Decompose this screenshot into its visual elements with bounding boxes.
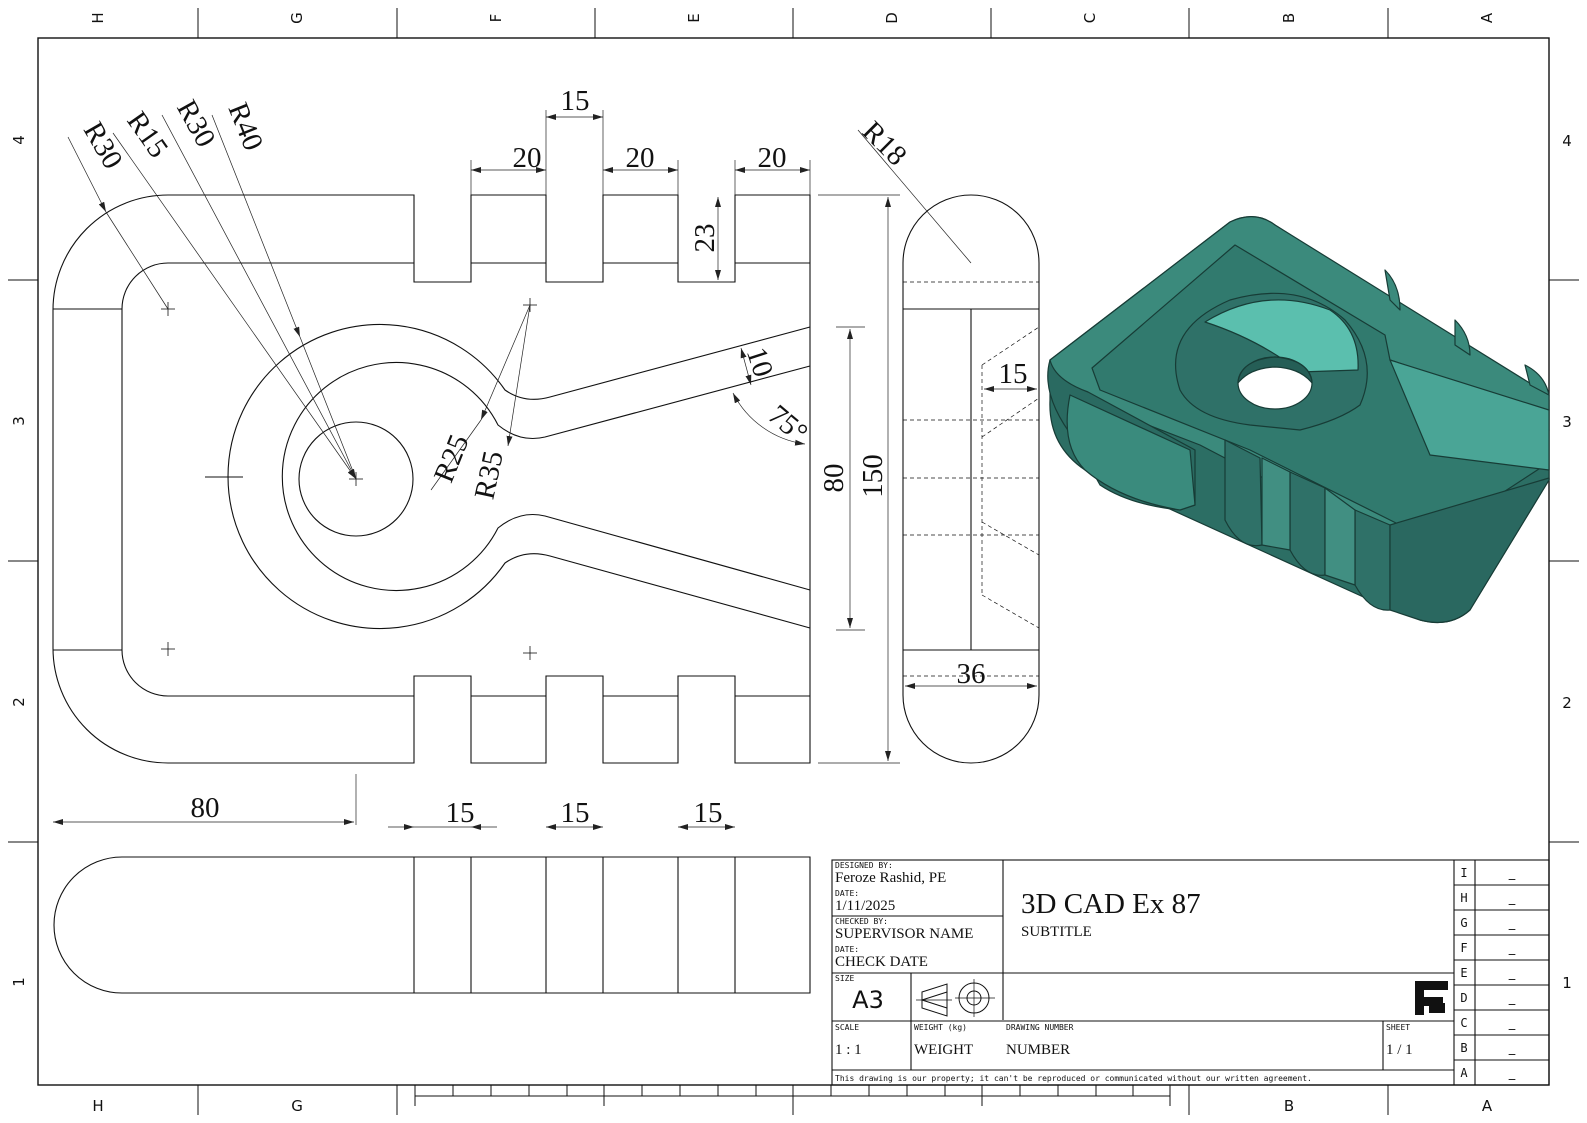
zone-labels: H G F E D C B A H G B A 4 3 2 1 4 3 2 1 <box>10 12 1572 1115</box>
dim-slot-20: 20 <box>758 142 787 174</box>
top-dimension-texts: 80 15 15 15 <box>191 792 723 829</box>
revision-value: _ <box>1508 991 1516 1006</box>
sheet-value: 1 / 1 <box>1386 1042 1413 1058</box>
revision-value: _ <box>1508 916 1516 931</box>
sheet-label: SHEET <box>1386 1023 1410 1032</box>
revision-letter: B <box>1460 1041 1467 1055</box>
revision-value: _ <box>1508 966 1516 981</box>
dim-slot-15: 15 <box>561 85 590 117</box>
col-label-top: B <box>1280 13 1298 23</box>
front-dimension-texts: R30 R15 R30 R40 15 20 20 20 23 R25 R35 1… <box>77 85 814 502</box>
size-label: SIZE <box>835 974 854 983</box>
row-label-right: 1 <box>1562 974 1572 992</box>
revision-value: _ <box>1508 866 1516 881</box>
front-dimension-lines <box>67 110 811 491</box>
size-value: A3 <box>852 986 884 1014</box>
drawing-subtitle: SUBTITLE <box>1021 924 1092 940</box>
check-date-label: DATE: <box>835 945 859 954</box>
dim-80: 80 <box>818 464 850 493</box>
scale-value: 1 : 1 <box>835 1042 862 1058</box>
row-label-right: 3 <box>1562 413 1572 431</box>
col-label-bottom: H <box>92 1097 103 1115</box>
dim-r25: R25 <box>428 430 476 487</box>
company-logo-icon <box>1415 981 1448 1015</box>
front-view <box>52 194 811 764</box>
revision-letter: G <box>1460 916 1467 930</box>
dim-angle-75: 75° <box>762 399 814 450</box>
projection-symbol-icon <box>916 979 995 1017</box>
checked-by-value: SUPERVISOR NAME <box>835 926 973 942</box>
revision-letter: H <box>1460 891 1467 905</box>
revision-letter: I <box>1460 866 1467 880</box>
revision-letter: E <box>1460 966 1467 980</box>
row-label-left: 3 <box>10 416 28 426</box>
revision-value: _ <box>1508 1016 1516 1031</box>
scale-label: SCALE <box>835 1023 859 1032</box>
weight-label: WEIGHT (kg) <box>914 1023 967 1032</box>
revision-letter: F <box>1460 941 1467 955</box>
checked-by-label: CHECKED BY: <box>835 917 888 926</box>
dim-slot-20: 20 <box>513 142 542 174</box>
revision-value: _ <box>1508 1066 1516 1081</box>
col-label-top: A <box>1478 12 1496 23</box>
weight-value: WEIGHT <box>914 1042 973 1058</box>
dim-15-top: 15 <box>694 797 723 829</box>
isometric-model <box>1047 216 1550 623</box>
revision-letter: D <box>1460 991 1467 1005</box>
revision-table: I _ H _ G _ F _ E _ D _ C _ B _ A _ <box>1460 866 1515 1081</box>
designed-by-value: Feroze Rashid, PE <box>835 870 946 886</box>
check-date-value: CHECK DATE <box>835 954 928 970</box>
revision-value: _ <box>1508 891 1516 906</box>
dim-depth-23: 23 <box>689 224 721 253</box>
dim-r30-outer: R30 <box>77 117 129 175</box>
date-label: DATE: <box>835 889 859 898</box>
col-label-bottom: A <box>1482 1097 1493 1115</box>
col-label-bottom: B <box>1284 1097 1294 1115</box>
drawing-number-value: NUMBER <box>1006 1042 1070 1058</box>
dim-150: 150 <box>857 454 889 498</box>
designed-by-label: DESIGNED BY: <box>835 861 893 870</box>
col-label-top: H <box>89 12 107 23</box>
revision-value: _ <box>1508 941 1516 956</box>
row-label-right: 2 <box>1562 694 1572 712</box>
dim-36: 36 <box>957 658 986 690</box>
col-label-bottom: G <box>291 1097 303 1115</box>
drawing-title: 3D CAD Ex 87 <box>1021 888 1201 920</box>
dim-15-top: 15 <box>446 797 475 829</box>
dim-r35: R35 <box>469 448 510 502</box>
row-label-left: 2 <box>10 697 28 707</box>
date-value: 1/11/2025 <box>835 898 895 914</box>
side-view <box>902 194 1040 764</box>
col-label-top: C <box>1081 13 1099 23</box>
disclaimer-text: This drawing is our property; it can't b… <box>835 1074 1312 1083</box>
dim-r18: R18 <box>856 115 913 172</box>
dim-80-top: 80 <box>191 792 220 824</box>
col-label-top: D <box>883 12 901 24</box>
dim-r40: R40 <box>221 98 269 155</box>
title-block <box>831 859 1550 1086</box>
col-label-top: F <box>487 14 505 23</box>
side-dimension-lines <box>818 129 1037 764</box>
col-label-top: G <box>288 12 306 24</box>
revision-letter: C <box>1460 1016 1467 1030</box>
revision-letter: A <box>1460 1066 1468 1080</box>
drawing-frame <box>8 8 1579 1115</box>
top-view <box>53 856 811 994</box>
col-label-top: E <box>685 13 703 22</box>
title-block-texts: DESIGNED BY: Feroze Rashid, PE DATE: 1/1… <box>835 861 1413 1083</box>
dim-15: 15 <box>999 358 1028 390</box>
top-dimension-lines <box>53 774 735 830</box>
dim-slot-20: 20 <box>626 142 655 174</box>
row-label-right: 4 <box>1562 132 1572 150</box>
row-label-left: 4 <box>10 135 28 145</box>
side-dimension-texts: R18 80 150 15 36 <box>818 115 1028 690</box>
revision-value: _ <box>1508 1041 1516 1056</box>
dim-15-top: 15 <box>561 797 590 829</box>
row-label-left: 1 <box>10 977 28 987</box>
dim-r30-inner: R30 <box>170 95 221 153</box>
drawing-number-label: DRAWING NUMBER <box>1006 1023 1074 1032</box>
